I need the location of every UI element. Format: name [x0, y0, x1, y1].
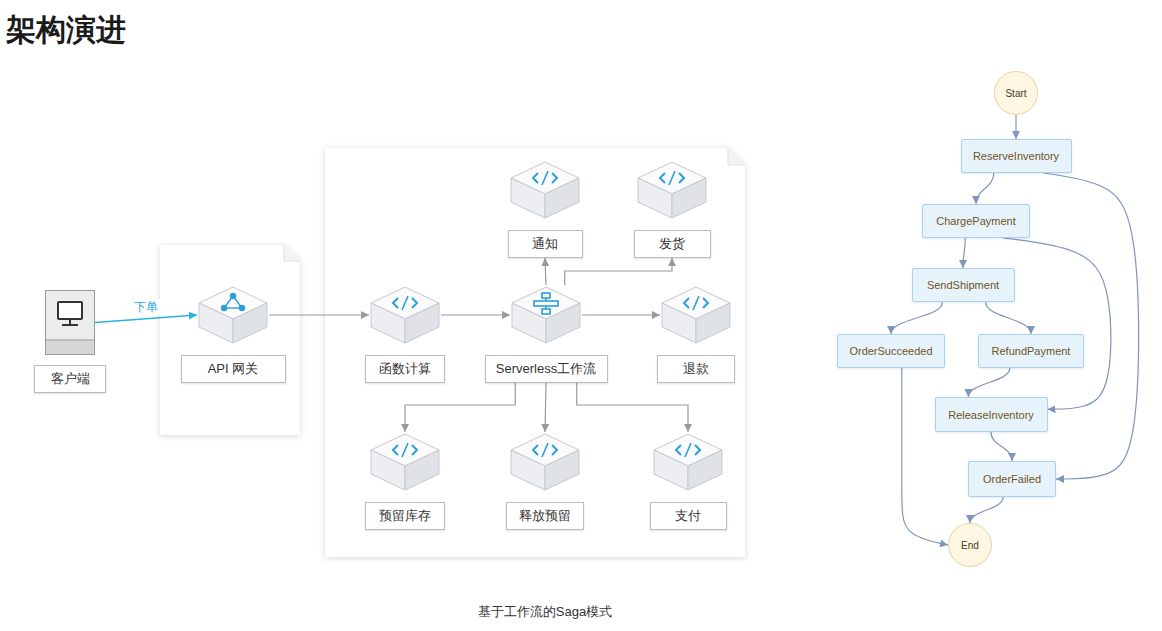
- node-label: OrderSucceeded: [849, 345, 932, 357]
- gateway-node: API 网关: [181, 285, 286, 383]
- edge-label: 下单: [132, 299, 160, 316]
- start-circle: Start: [994, 71, 1038, 115]
- node-label: ReleaseInventory: [948, 409, 1034, 421]
- label-box: API 网关: [181, 355, 286, 383]
- connector-arrow: [1044, 173, 1139, 479]
- node-label: ChargePayment: [936, 215, 1016, 227]
- state-box: OrderFailed: [968, 461, 1056, 497]
- state-box: SendShipment: [912, 268, 1015, 302]
- connector-arrow: [95, 315, 197, 323]
- connector-arrow: [545, 258, 546, 285]
- connector-arrow: [582, 314, 660, 315]
- gateway-panel: [160, 245, 300, 435]
- label-box: 函数计算: [365, 355, 445, 383]
- node-label: API 网关: [208, 361, 259, 376]
- node-icon: [369, 285, 441, 345]
- connector-arrow: [963, 238, 965, 268]
- function-node: 函数计算: [365, 285, 445, 383]
- connector-arrow: [565, 258, 672, 285]
- label-box: 释放预留: [506, 502, 584, 530]
- state-box: RefundPayment: [978, 334, 1084, 368]
- function-node: 通知: [508, 160, 583, 258]
- label-box: 退款: [657, 355, 735, 383]
- figure-caption: 基于工作流的Saga模式: [478, 603, 612, 621]
- state-box: OrderSucceeded: [837, 334, 945, 368]
- connector-arrow: [991, 432, 1012, 461]
- node-label: 发货: [659, 236, 685, 251]
- workflow-panel: [325, 148, 745, 557]
- function-node: 预留库存: [365, 432, 445, 530]
- node-icon: [509, 432, 581, 492]
- node-icon: [45, 290, 95, 355]
- page-title: 架构演进: [6, 10, 126, 51]
- label-box: 发货: [634, 230, 711, 258]
- node-label: 客户端: [51, 371, 90, 386]
- node-icon: [660, 285, 732, 345]
- node-label: 预留库存: [379, 508, 431, 523]
- connector-arrow: [405, 383, 515, 432]
- node-icon: [369, 432, 441, 492]
- node-label: Serverless工作流: [496, 361, 596, 376]
- node-label: RefundPayment: [992, 345, 1071, 357]
- label-box: 客户端: [34, 365, 106, 393]
- node-icon: [197, 285, 269, 345]
- connector-arrow: [976, 173, 994, 204]
- connector-arrow: [986, 302, 1031, 334]
- node-label: 函数计算: [379, 361, 431, 376]
- client-node: 客户端: [34, 290, 106, 393]
- label-box: 预留库存: [365, 502, 445, 530]
- node-icon: [652, 432, 724, 492]
- connector-arrow: [1003, 238, 1111, 409]
- connector-arrow: [577, 383, 688, 432]
- node-label: SendShipment: [927, 279, 999, 291]
- connector-arrow: [968, 368, 1009, 397]
- end-circle: End: [948, 523, 992, 567]
- node-label: 退款: [683, 361, 709, 376]
- connector-arrow: [441, 314, 510, 315]
- connector-arrow: [545, 383, 546, 432]
- connector-arrow: [970, 497, 1003, 523]
- connector-arrow: [902, 368, 948, 545]
- node-label: 通知: [532, 236, 558, 251]
- function-node: 发货: [634, 160, 711, 258]
- node-icon: [509, 160, 581, 220]
- function-node: 释放预留: [506, 432, 584, 530]
- label-box: 通知: [508, 230, 583, 258]
- node-label: OrderFailed: [983, 473, 1041, 485]
- node-icon: [636, 160, 708, 220]
- node-label: End: [961, 540, 979, 551]
- workflow-node: Serverless工作流: [485, 285, 608, 383]
- function-node: 退款: [657, 285, 735, 383]
- node-icon: [510, 285, 582, 345]
- node-label: 释放预留: [519, 508, 571, 523]
- connector-arrow: [269, 314, 369, 315]
- function-node: 支付: [650, 432, 727, 530]
- connector-arrow: [891, 302, 942, 334]
- label-box: Serverless工作流: [485, 355, 608, 383]
- node-label: ReserveInventory: [973, 150, 1059, 162]
- node-label: 支付: [675, 508, 701, 523]
- node-label: Start: [1005, 88, 1026, 99]
- label-box: 支付: [650, 502, 727, 530]
- state-box: ChargePayment: [922, 204, 1030, 238]
- state-box: ReserveInventory: [961, 139, 1072, 173]
- state-box: ReleaseInventory: [935, 397, 1048, 432]
- connector-arrow: [1015, 115, 1016, 139]
